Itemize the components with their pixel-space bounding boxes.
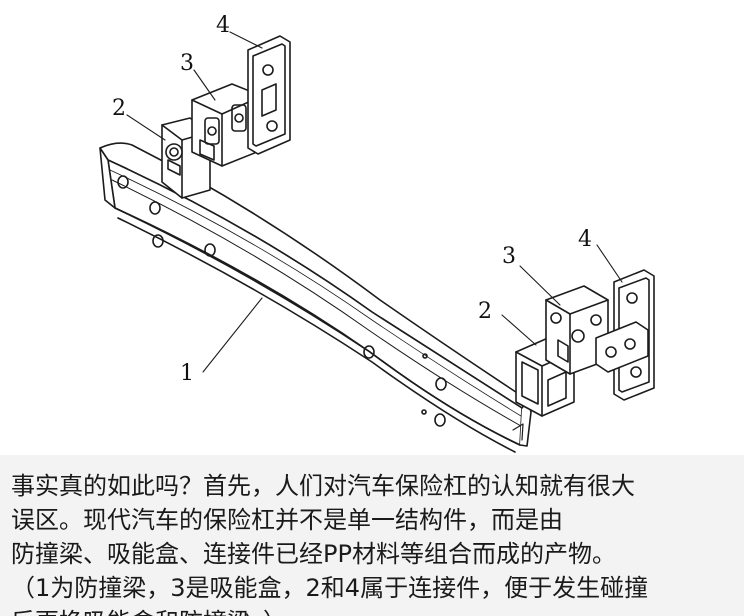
bumper-drawing: 1 2 3 4 2 3 4 <box>99 13 655 453</box>
leader-lines <box>126 31 623 373</box>
callout-1-beam: 1 <box>180 361 194 386</box>
callout-3-left-bracket: 3 <box>180 51 194 76</box>
callout-4-right-plate: 4 <box>578 227 592 252</box>
right-bracket <box>545 285 609 375</box>
caption-line: 防撞梁、吸能盒、连接件已经PP材料等组合而成的产物。 <box>11 540 616 568</box>
bumper-assembly-diagram: 1 2 3 4 2 3 4 <box>99 13 655 453</box>
right-mounting-plate <box>595 269 655 401</box>
caption-line: 误区。现代汽车的保险杠并不是单一结构件，而是由 <box>11 506 563 534</box>
callout-2-left-crash-box: 2 <box>112 96 126 121</box>
callout-4-left-plate: 4 <box>216 13 230 38</box>
callout-2-right-crash-box: 2 <box>478 299 492 324</box>
left-mounting-plate <box>247 35 291 155</box>
callout-3-right-bracket: 3 <box>502 244 516 269</box>
caption-text-block: 事实真的如此吗？首先，人们对汽车保险杠的认知就有很大 误区。现代汽车的保险杠并不… <box>0 455 744 616</box>
caption-line: 后更换吸能盒和防撞梁。） <box>11 605 744 616</box>
caption-line: （1为防撞梁，3是吸能盒，2和4属于连接件，便于发生碰撞 <box>11 574 649 602</box>
caption-line: 事实真的如此吗？首先，人们对汽车保险杠的认知就有很大 <box>11 472 635 500</box>
bumper-beam <box>99 142 532 453</box>
